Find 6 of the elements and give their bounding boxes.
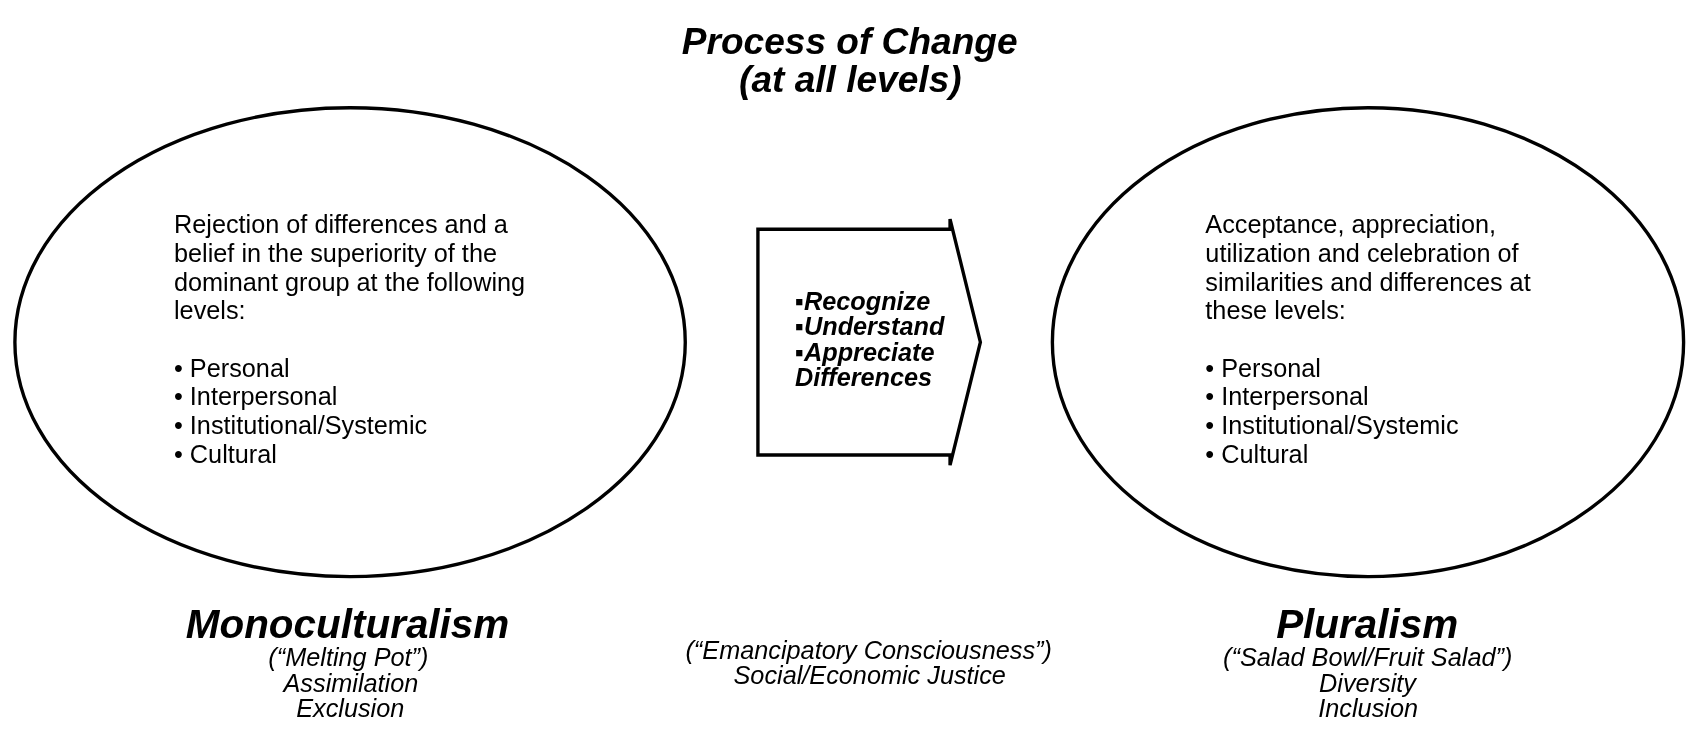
node-ellipse: Acceptance, appreciation, utilization and celebration of similarities and differences at these levels: • Personal • Interpersonal • Institutional/Systemic • Cultural bbox=[1050, 105, 1686, 578]
node-ellipse: Rejection of differences and a belief in the superiority of the dominant group at the following levels: • Personal • Interpersonal • Institutional/Systemic • Cultural bbox=[13, 105, 687, 578]
node-label: Exclusion bbox=[296, 693, 405, 722]
node-label: (“Emancipatory Consciousness”) bbox=[685, 635, 1052, 664]
diagram-title: Process of Change (at all levels) bbox=[681, 19, 1018, 100]
node-label: Diversity bbox=[1319, 668, 1416, 696]
